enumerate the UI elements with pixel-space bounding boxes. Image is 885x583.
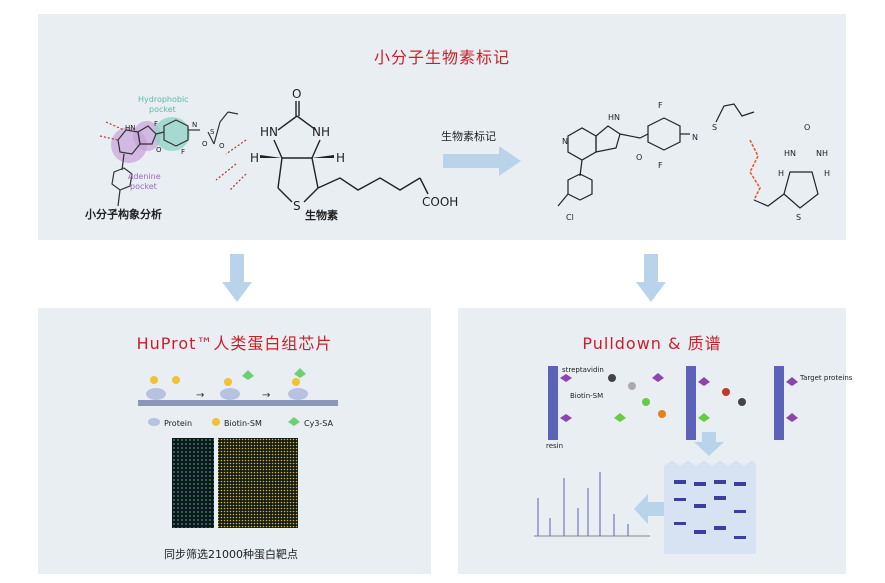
svg-text:pocket: pocket	[130, 182, 157, 191]
microarray-images	[172, 438, 298, 528]
svg-text:N: N	[562, 137, 568, 146]
svg-text:→: →	[196, 390, 204, 401]
chip-caption: 同步筛选21000种蛋白靶点	[164, 548, 298, 561]
svg-text:N: N	[192, 121, 197, 129]
svg-text:H: H	[336, 151, 345, 165]
svg-text:→: →	[262, 390, 270, 401]
svg-text:S: S	[293, 199, 301, 213]
right-panel: Pulldown & 质谱 streptavidin Biotin-SM res…	[458, 308, 853, 574]
svg-text:O: O	[804, 123, 810, 132]
svg-text:F: F	[154, 120, 158, 128]
svg-text:pocket: pocket	[149, 105, 176, 114]
svg-text:HN: HN	[784, 149, 796, 158]
adenine-pocket-label: Adenine	[128, 172, 161, 181]
hydrophobic-pocket-label: Hydrophobic	[138, 95, 189, 104]
process-arrow-left	[634, 494, 664, 524]
svg-text:HN: HN	[125, 124, 136, 132]
svg-text:Target proteins: Target proteins	[799, 374, 853, 382]
svg-text:HN: HN	[608, 113, 620, 122]
svg-text:O: O	[219, 142, 225, 150]
svg-text:F: F	[181, 148, 185, 156]
svg-text:HN: HN	[260, 125, 278, 139]
svg-text:F: F	[658, 161, 663, 170]
svg-text:S: S	[712, 123, 717, 132]
svg-text:COOH: COOH	[422, 195, 458, 209]
down-arrow-left	[222, 254, 252, 302]
ms-spectrum	[534, 472, 650, 537]
left-title: HuProt™人类蛋白组芯片	[136, 334, 333, 353]
svg-text:O: O	[202, 140, 208, 148]
svg-text:Cy3-SA: Cy3-SA	[304, 419, 334, 428]
svg-text:O: O	[156, 146, 162, 154]
svg-text:H: H	[824, 169, 830, 178]
gel-image	[664, 460, 756, 554]
top-title: 小分子生物素标记	[373, 48, 510, 67]
left-panel: HuProt™人类蛋白组芯片 → → Protein Biotin-SM Cy3…	[38, 308, 431, 574]
labeling-arrow	[443, 146, 521, 176]
top-panel: 小分子生物素标记 HN F O F N S O O Cl Hydrophobic…	[38, 14, 846, 240]
svg-text:streptavidin: streptavidin	[562, 366, 604, 374]
biotin-label: 生物素	[305, 209, 338, 222]
svg-text:F: F	[658, 101, 663, 110]
arrow-label: 生物素标记	[441, 130, 496, 143]
svg-text:Biotin-SM: Biotin-SM	[570, 392, 603, 400]
svg-text:Cl: Cl	[110, 208, 117, 216]
svg-text:Cl: Cl	[566, 213, 574, 222]
right-title: Pulldown & 质谱	[582, 334, 722, 353]
protein-chip-schematic: → →	[138, 368, 338, 406]
svg-text:H: H	[778, 169, 784, 178]
svg-text:N: N	[692, 133, 698, 142]
svg-text:S: S	[796, 213, 801, 222]
pulldown-schematic: streptavidin Biotin-SM resin Target prot…	[546, 366, 853, 450]
small-molecule-structure: HN F O F N S O O Cl Hydrophobic pocket A…	[99, 95, 247, 216]
biotin-structure: O HN NH H H S COOH	[250, 87, 458, 213]
hydrophobic-pocket-highlight	[154, 117, 190, 151]
svg-text:O: O	[636, 153, 642, 162]
down-arrow-right	[636, 254, 666, 302]
legend-row: Protein Biotin-SM Cy3-SA	[148, 417, 334, 428]
svg-text:resin: resin	[546, 442, 563, 450]
svg-text:O: O	[292, 87, 301, 101]
svg-text:S: S	[210, 128, 215, 136]
svg-text:H: H	[250, 151, 259, 165]
process-arrow-down	[694, 432, 724, 456]
linker	[749, 139, 761, 201]
svg-text:Biotin-SM: Biotin-SM	[224, 419, 262, 428]
svg-text:Protein: Protein	[164, 419, 192, 428]
analysis-label: 小分子构象分析	[85, 208, 162, 221]
svg-text:NH: NH	[816, 149, 828, 158]
biotinylated-conjugate-structure: N HN Cl O F F N S S O HN NH H H	[557, 101, 830, 222]
svg-text:NH: NH	[312, 125, 330, 139]
